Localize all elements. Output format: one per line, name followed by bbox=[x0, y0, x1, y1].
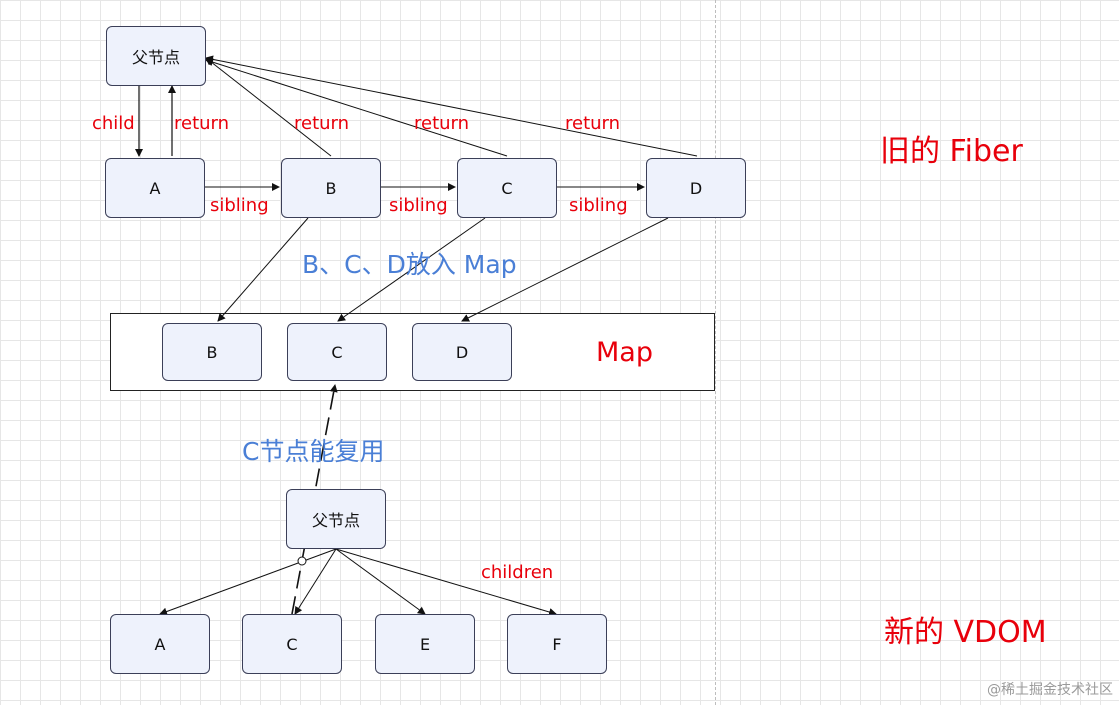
map-node-d: D bbox=[412, 323, 512, 381]
edge-return-c bbox=[205, 58, 508, 157]
old-parent-label: 父节点 bbox=[131, 48, 180, 67]
map-node-b: B bbox=[162, 323, 262, 381]
new-node-a: A bbox=[110, 614, 210, 674]
transfer-label: B、C、D放入 Map bbox=[302, 250, 517, 279]
edge-children-c bbox=[294, 548, 337, 615]
label-child: child bbox=[92, 113, 135, 134]
old-node-c-label: C bbox=[501, 178, 513, 198]
new-node-e: E bbox=[375, 614, 475, 674]
old-parent-node: 父节点 bbox=[106, 26, 206, 86]
edge-return-b bbox=[205, 57, 332, 157]
vertical-divider bbox=[715, 0, 716, 705]
label-return-a: return bbox=[174, 113, 230, 134]
edge-children-a bbox=[159, 548, 337, 616]
reuse-label: C节点能复用 bbox=[242, 437, 385, 466]
map-node-c: C bbox=[287, 323, 387, 381]
old-node-c: C bbox=[457, 158, 557, 218]
label-sibling-cd: sibling bbox=[569, 195, 628, 216]
new-node-a-label: A bbox=[154, 634, 166, 654]
old-node-d-label: D bbox=[689, 178, 703, 198]
new-node-e-label: E bbox=[419, 634, 431, 654]
old-node-d: D bbox=[646, 158, 746, 218]
new-node-f: F bbox=[507, 614, 607, 674]
map-node-b-label: B bbox=[206, 342, 218, 362]
edge-return-d bbox=[205, 55, 698, 157]
edge-map-b bbox=[217, 217, 309, 322]
edge-map-c bbox=[337, 217, 486, 322]
label-sibling-bc: sibling bbox=[389, 195, 448, 216]
new-parent-node: 父节点 bbox=[286, 489, 386, 549]
label-return-b: return bbox=[294, 113, 350, 134]
map-node-d-label: D bbox=[455, 342, 469, 362]
label-return-c: return bbox=[414, 113, 470, 134]
label-sibling-ab: sibling bbox=[210, 195, 269, 216]
line-hop bbox=[297, 556, 307, 566]
watermark: @稀土掘金技术社区 bbox=[987, 682, 1113, 698]
map-node-c-label: C bbox=[331, 342, 343, 362]
edge-map-d bbox=[461, 217, 669, 322]
new-node-c: C bbox=[242, 614, 342, 674]
new-vdom-title: 新的 VDOM bbox=[884, 615, 1047, 650]
label-children: children bbox=[481, 562, 554, 583]
edge-children-f bbox=[335, 548, 557, 616]
old-node-b-label: B bbox=[325, 178, 337, 198]
map-label: Map bbox=[596, 337, 653, 368]
new-node-c-label: C bbox=[286, 634, 298, 654]
old-node-b: B bbox=[281, 158, 381, 218]
edge-children-e bbox=[335, 548, 426, 615]
old-node-a: A bbox=[105, 158, 205, 218]
old-node-a-label: A bbox=[149, 178, 161, 198]
new-parent-label: 父节点 bbox=[311, 511, 360, 530]
new-node-f-label: F bbox=[552, 634, 562, 654]
label-return-d: return bbox=[565, 113, 621, 134]
old-fiber-title: 旧的 Fiber bbox=[880, 134, 1023, 169]
